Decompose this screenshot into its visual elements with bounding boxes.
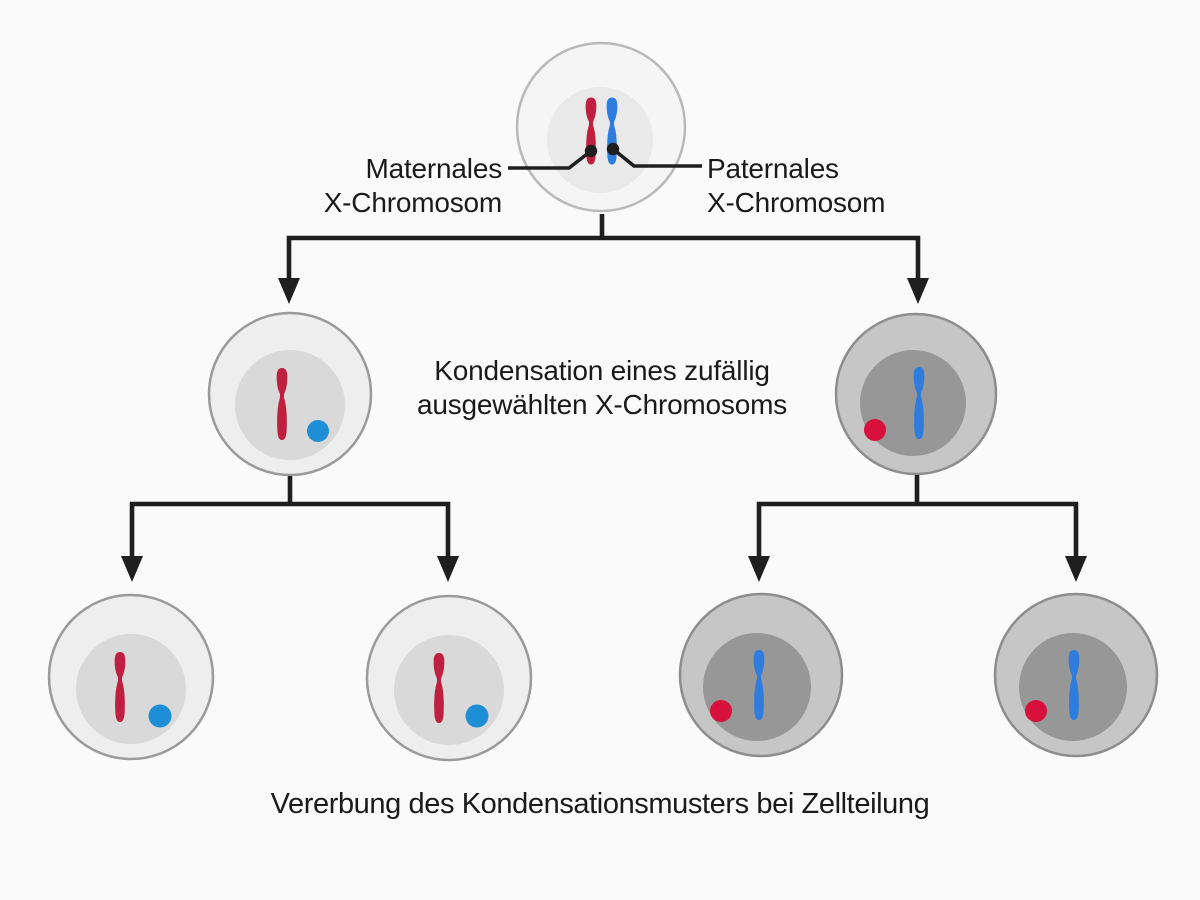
daughter-cell-3 xyxy=(678,592,844,758)
division-tree-right-arrowhead-icon-0 xyxy=(748,556,770,582)
maternal-active-cell-chromosome-icon-0 xyxy=(276,368,288,440)
daughter-cell-2-chromosome-icon-0 xyxy=(433,653,445,723)
division-arrows-layer xyxy=(121,214,1087,582)
daughter-cell-1-chromosome-icon-0 xyxy=(114,652,126,722)
daughter-cell-2-barr-body xyxy=(465,704,489,728)
paternal-x-label: Paternales X-Chromosom xyxy=(707,153,886,218)
leader-lines-layer xyxy=(508,142,702,170)
daughter-cell-3-barr-body xyxy=(710,700,732,722)
maternal-x-label: Maternales X-Chromosom xyxy=(323,153,502,218)
division-tree-top-arrowhead-icon-0 xyxy=(278,278,300,304)
daughter-cell-1-nucleus xyxy=(76,634,186,744)
division-tree-right-branch xyxy=(756,501,1079,566)
maternal-leader-line-dot xyxy=(584,144,598,158)
daughter-cell-4 xyxy=(993,592,1159,758)
paternal-active-cell xyxy=(834,312,998,476)
paternal-active-cell-chromosome-icon-0 xyxy=(913,367,925,439)
division-tree-left-arrowhead-icon-0 xyxy=(121,556,143,582)
daughter-cell-4-chromosome-icon-0 xyxy=(1068,650,1080,720)
paternal-active-cell-barr-body xyxy=(864,419,886,441)
division-tree-right-arrowhead-icon-1 xyxy=(1065,556,1087,582)
maternal-active-cell-barr-body xyxy=(307,420,329,442)
paternal-leader-line-dot xyxy=(606,142,620,156)
division-tree-left-arrowhead-icon-1 xyxy=(437,556,459,582)
paternal-active-cell-nucleus xyxy=(860,350,966,456)
division-tree-top-arrowhead-icon-1 xyxy=(907,278,929,304)
division-tree-top xyxy=(278,214,929,304)
parent-cell-nucleus xyxy=(547,87,653,193)
condensation-note: Kondensation eines zufällig ausgewählten… xyxy=(416,355,788,420)
maternal-leader-line xyxy=(508,144,598,170)
daughter-cell-4-barr-body xyxy=(1025,700,1047,722)
cells-layer xyxy=(47,41,1159,762)
division-tree-right xyxy=(748,475,1087,582)
daughter-cell-1 xyxy=(47,593,215,761)
daughter-cell-2-nucleus xyxy=(394,635,504,745)
daughter-cell-2 xyxy=(365,594,533,762)
daughter-cell-1-barr-body xyxy=(148,704,172,728)
division-tree-left-branch xyxy=(129,501,451,566)
maternal-active-cell xyxy=(207,311,373,477)
paternal-leader-line-path xyxy=(611,147,702,168)
maternal-leader-line-path xyxy=(508,149,593,170)
paternal-leader-line xyxy=(606,142,702,168)
division-tree-top-branch xyxy=(286,235,921,288)
parent-cell xyxy=(515,41,687,213)
division-tree-left xyxy=(121,476,459,582)
daughter-cell-3-chromosome-icon-0 xyxy=(753,650,765,720)
figure-caption: Vererbung des Kondensationsmusters bei Z… xyxy=(270,788,930,820)
